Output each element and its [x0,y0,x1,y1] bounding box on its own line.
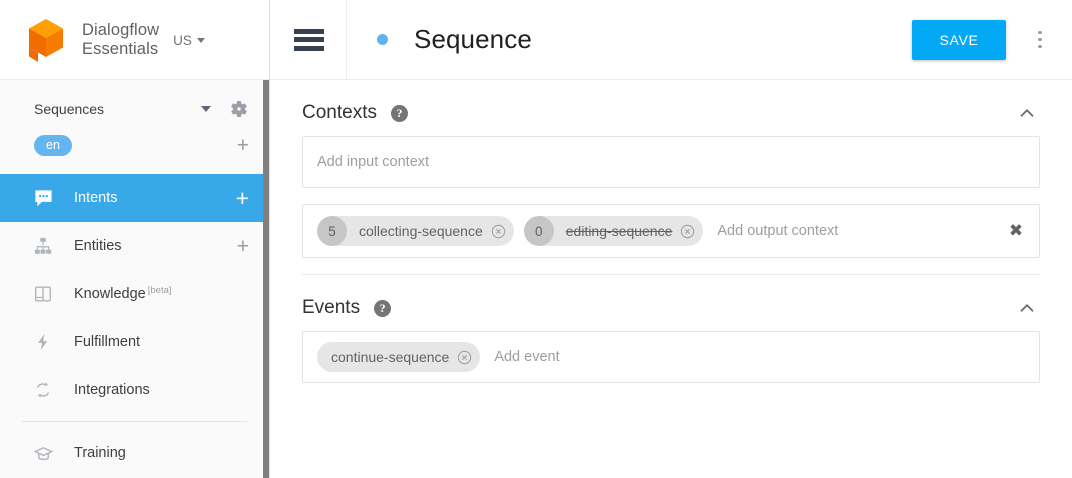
region-selector[interactable]: US [173,31,205,48]
knowledge-text: Knowledge [74,286,146,302]
events-placeholder: Add event [494,349,560,365]
save-button[interactable]: SAVE [912,19,1006,60]
hamburger-menu-icon[interactable] [294,28,324,51]
kebab-menu-icon[interactable] [1022,20,1058,60]
lightning-bolt-icon [32,331,54,353]
clear-all-x-icon[interactable]: ✖ [1008,221,1024,241]
input-context-field[interactable]: Add input context [302,136,1040,188]
language-row: en + [0,130,269,160]
chip-lifespan-count[interactable]: 5 [317,216,347,246]
chip-label: collecting-sequence [359,223,483,239]
graduation-cap-icon [32,442,54,464]
language-chip-en[interactable]: en [34,134,72,156]
top-bar: Sequence SAVE [270,0,1072,80]
title-area: Sequence [347,24,912,55]
help-circle-icon[interactable]: ? [374,299,392,317]
sidebar-item-label: Entities [74,238,122,254]
sidebar-nav: Intents + Entities + [0,174,269,477]
chip-label: editing-sequence [565,223,673,239]
sidebar-item-label: Intents [74,190,118,206]
input-context-placeholder: Add input context [317,154,430,170]
sidebar-item-entities[interactable]: Entities + [0,222,269,270]
entities-tree-icon [32,235,54,257]
agent-status-dot-icon [377,34,388,45]
agent-name: Sequences [34,101,105,117]
sidebar-item-intents[interactable]: Intents + [0,174,269,222]
caret-down-icon[interactable] [201,106,211,112]
sidebar-item-label: Training [74,445,126,461]
sidebar-item-integrations[interactable]: Integrations [0,366,269,414]
help-circle-icon[interactable]: ? [390,104,408,122]
sidebar-item-label: Integrations [74,382,150,398]
sync-arrows-icon [32,379,54,401]
toolbar-separator [346,0,347,80]
output-context-chip[interactable]: 5 collecting-sequence [317,216,514,246]
output-context-placeholder: Add output context [717,223,839,239]
event-chip[interactable]: continue-sequence [317,342,481,372]
chip-remove-icon[interactable] [491,224,506,239]
chip-label: continue-sequence [331,349,450,365]
chevron-up-icon[interactable] [1014,100,1040,126]
brand-line-2: Essentials [82,39,159,58]
add-language-plus-icon[interactable]: + [236,133,249,157]
contexts-header: Contexts ? [302,80,1040,136]
add-intent-plus-icon[interactable]: + [235,184,249,211]
sidebar-item-fulfillment[interactable]: Fulfillment [0,318,269,366]
events-header: Events ? [302,275,1040,331]
gear-icon[interactable] [229,99,249,119]
sidebar-item-knowledge[interactable]: Knowledge[beta] [0,270,269,318]
output-context-chip[interactable]: 0 editing-sequence [523,216,704,246]
agent-selector-row[interactable]: Sequences [0,92,269,126]
section-title: Events [302,297,361,318]
add-entity-plus-icon[interactable]: + [236,234,249,258]
contexts-section: Contexts ? Add input context 5 collectin… [270,80,1072,258]
book-icon [32,283,54,305]
chip-lifespan-count[interactable]: 0 [523,216,554,246]
dialogflow-cube-logo-icon [26,17,66,63]
events-section: Events ? continue-sequence [270,275,1072,383]
chevron-up-icon[interactable] [1014,295,1040,321]
section-title: Contexts [302,102,377,123]
page-title: Sequence [414,24,532,54]
region-label: US [173,33,192,48]
events-field[interactable]: continue-sequence Add event [302,331,1040,383]
chip-remove-icon[interactable] [680,224,695,239]
speech-bubble-icon [32,187,54,209]
section-divider [302,274,1040,275]
sidebar-scrollbar[interactable] [263,80,269,478]
sidebar-item-label: Knowledge[beta] [74,285,249,302]
main-panel: Sequence SAVE Contexts ? [270,0,1072,478]
chevron-down-icon [196,38,205,43]
beta-badge: [beta] [147,285,172,296]
output-context-field[interactable]: 5 collecting-sequence 0 editing-sequence [302,204,1040,258]
sidebar-item-training[interactable]: Training [0,429,269,477]
brand-line-1: Dialogflow [82,20,160,39]
sidebar-divider [22,421,247,422]
chip-remove-icon[interactable] [457,350,472,365]
sidebar-item-label: Fulfillment [74,334,141,350]
intent-editor-content: Contexts ? Add input context 5 collectin… [270,80,1072,478]
